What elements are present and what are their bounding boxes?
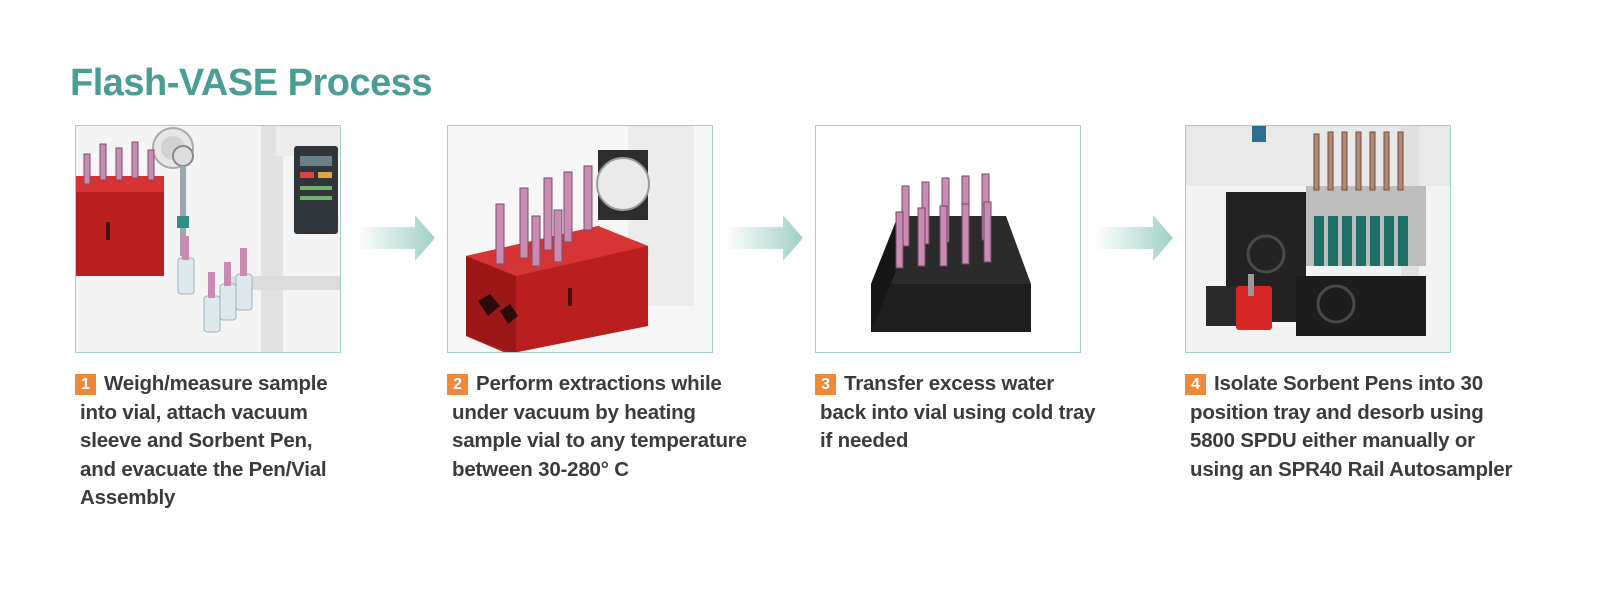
caption-line: position tray and desorb using xyxy=(1190,400,1484,424)
step-2-image xyxy=(447,125,713,353)
caption-line: into vial, attach vacuum xyxy=(80,400,308,424)
arrow-right-icon xyxy=(357,215,435,261)
step-4-image xyxy=(1185,125,1451,353)
arrow-right-icon xyxy=(725,215,803,261)
caption-line: between 30-280° C xyxy=(452,457,629,481)
step-number-badge: 4 xyxy=(1185,374,1206,395)
step-number-badge: 1 xyxy=(75,374,96,395)
page-title: Flash-VASE Process xyxy=(70,62,433,104)
caption-line: Assembly xyxy=(80,486,176,509)
caption-line: 5800 SPDU either manually or xyxy=(1190,429,1475,452)
caption-line: back into vial using cold tray xyxy=(820,400,1096,424)
step-number-badge: 3 xyxy=(815,374,836,395)
step-1-image xyxy=(75,125,341,353)
arrow-right-icon xyxy=(1095,215,1173,261)
caption-line: under vacuum by heating xyxy=(452,400,696,424)
caption-line: sleeve and Sorbent Pen, xyxy=(80,429,313,452)
caption-line: and evacuate the Pen/Vial xyxy=(80,457,327,481)
caption-line: if needed xyxy=(820,429,909,452)
step-3-image xyxy=(815,125,1081,353)
caption-line: sample vial to any temperature xyxy=(452,429,747,452)
step-number-badge: 2 xyxy=(447,374,468,395)
caption-line: using an SPR40 Rail Autosampler xyxy=(1190,457,1513,481)
